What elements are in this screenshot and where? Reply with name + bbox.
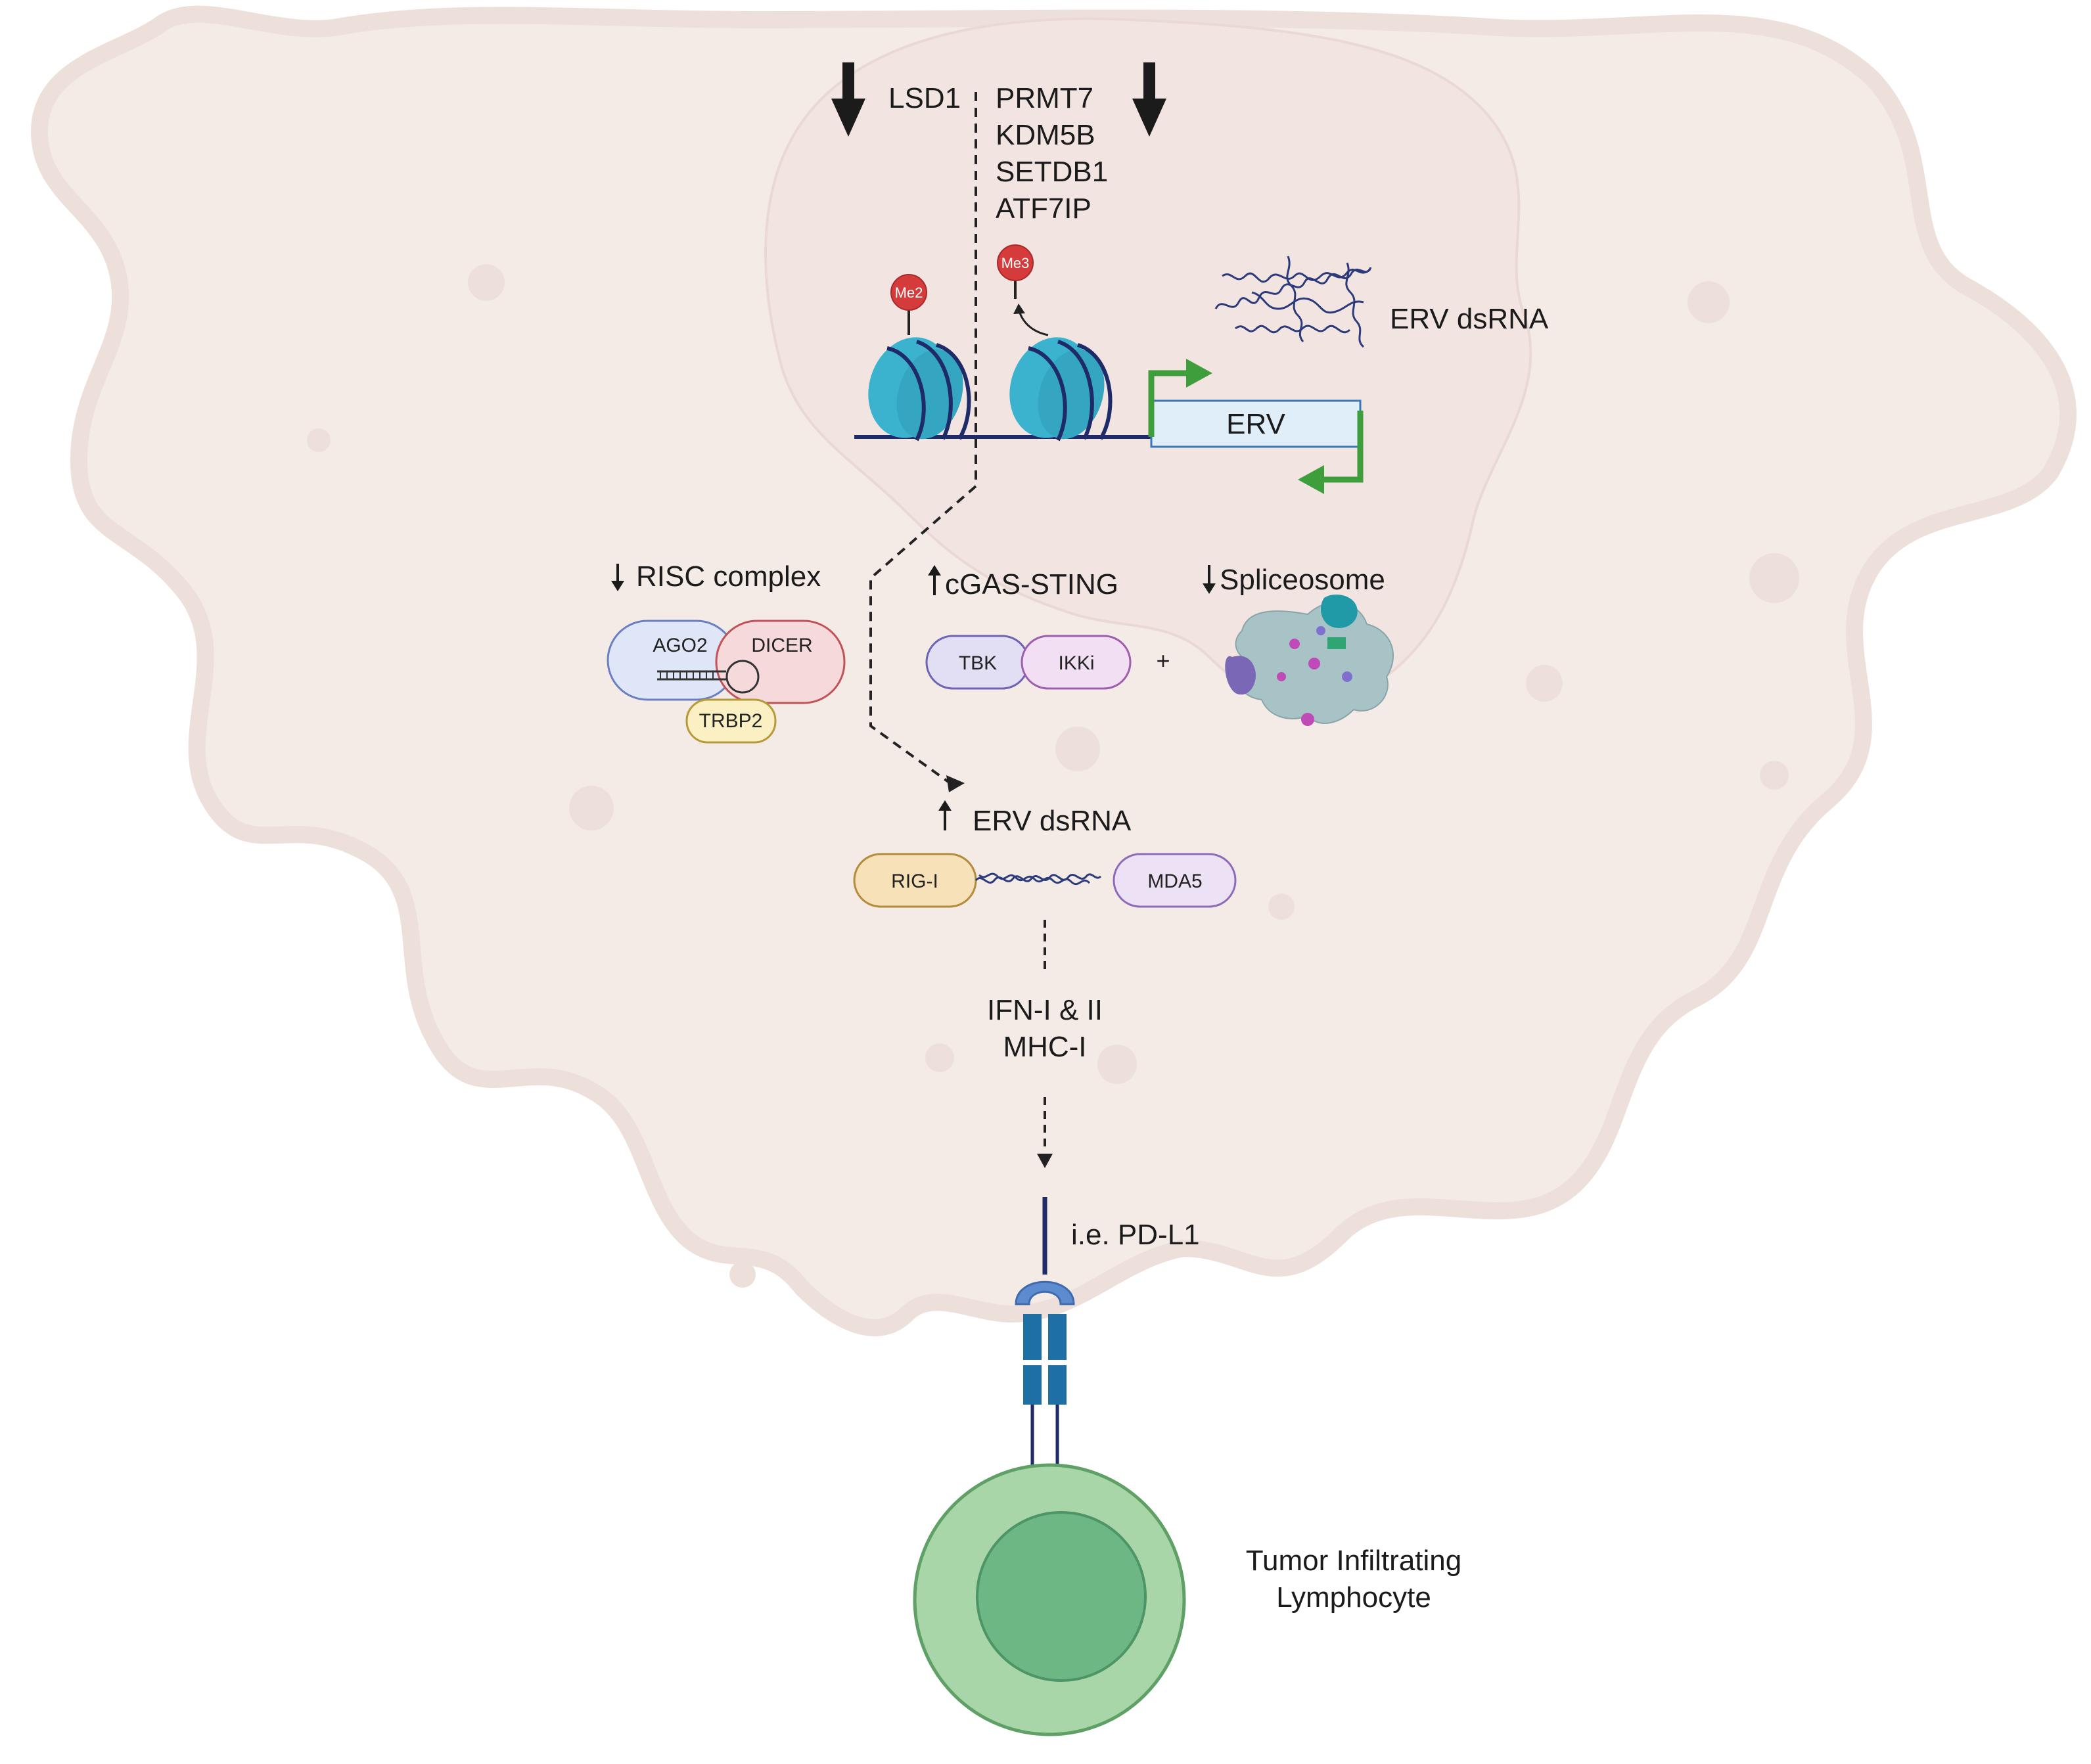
dicer-protein	[715, 620, 846, 704]
mda5-label: MDA5	[1147, 871, 1202, 892]
me3-label: Me3	[1001, 255, 1030, 271]
vesicle	[1268, 893, 1295, 920]
plus-sign: +	[1156, 647, 1170, 674]
down-arrow-icon	[831, 62, 865, 137]
transcription-arrow-reverse	[1298, 411, 1364, 494]
setdb1-label: SETDB1	[996, 156, 1109, 188]
trbp2-protein	[685, 698, 777, 744]
cgas-sting-label: cGAS-STING	[945, 568, 1119, 600]
down-arrow-icon	[1203, 565, 1216, 594]
risc-complex-label: RISC complex	[636, 560, 821, 593]
til-label-line1: Tumor Infiltrating	[1245, 1545, 1462, 1577]
methyl-tag-icon: Me2	[890, 274, 927, 335]
cgas-sting-complex: TBK IKKi	[925, 635, 1132, 690]
vesicle	[925, 1043, 954, 1072]
transcription-arrow-forward	[1148, 359, 1212, 437]
dicer-label: DICER	[751, 635, 812, 656]
atf7ip-label: ATF7IP	[996, 192, 1091, 225]
nucleus	[764, 17, 1532, 706]
vesicle	[1688, 281, 1730, 323]
dsrna-icon	[1214, 256, 1372, 348]
vesicle	[729, 1261, 756, 1288]
erv-dsrna-top-label: ERV dsRNA	[1390, 303, 1549, 335]
ago2-label: AGO2	[653, 635, 707, 656]
down-arrow-icon	[1132, 62, 1166, 137]
mhc-label: MHC-I	[1003, 1031, 1087, 1063]
down-arrow-icon	[611, 564, 624, 591]
me2-label: Me2	[895, 284, 923, 301]
signal-arrowhead	[1037, 1154, 1053, 1168]
nucleosome-icon	[1009, 337, 1113, 441]
vesicle	[1749, 553, 1799, 603]
risc-complex: AGO2 DICER TRBP2	[607, 620, 846, 744]
trbp2-label: TRBP2	[699, 710, 763, 732]
kdm5b-label: KDM5B	[996, 119, 1095, 151]
dsrna-icon	[975, 873, 1102, 884]
erv-label: ERV	[1226, 408, 1285, 440]
methyl-tag-icon: Me3	[997, 244, 1034, 299]
vesicle	[1526, 665, 1563, 702]
prmt7-label: PRMT7	[996, 82, 1094, 114]
erv-box	[1150, 399, 1362, 448]
spliceosome-label: Spliceosome	[1220, 564, 1385, 596]
up-arrow-icon	[928, 565, 941, 595]
tbk-label: TBK	[959, 652, 997, 674]
pdl1-label: i.e. PD-L1	[1071, 1219, 1200, 1251]
vesicle	[1055, 727, 1100, 771]
til-label-line2: Lymphocyte	[1276, 1581, 1431, 1614]
vesicle	[307, 428, 331, 452]
lymphocyte-cell	[913, 1463, 1186, 1736]
up-arrow-icon	[938, 800, 952, 830]
lsd1-label: LSD1	[888, 82, 961, 114]
erv-dsrna-mid-label: ERV dsRNA	[973, 805, 1132, 837]
vesicle	[569, 786, 614, 830]
vesicle	[468, 264, 505, 301]
spliceosome-icon	[1225, 595, 1394, 726]
rig-i-label: RIG-I	[891, 871, 938, 892]
ikki-label: IKKi	[1058, 652, 1094, 674]
mda5-protein	[1113, 853, 1237, 908]
vesicle	[1760, 761, 1789, 790]
pathway-dashed-line	[869, 92, 977, 786]
ikki-protein	[1021, 635, 1132, 690]
nucleosome-icon	[868, 337, 971, 441]
methylation-arrowhead	[1013, 304, 1025, 314]
ifn-label: IFN-I & II	[987, 994, 1103, 1026]
rna-sensor-complex: RIG-I MDA5	[853, 853, 1237, 908]
pathway-arrowhead	[946, 775, 965, 792]
vesicle	[1097, 1045, 1137, 1084]
